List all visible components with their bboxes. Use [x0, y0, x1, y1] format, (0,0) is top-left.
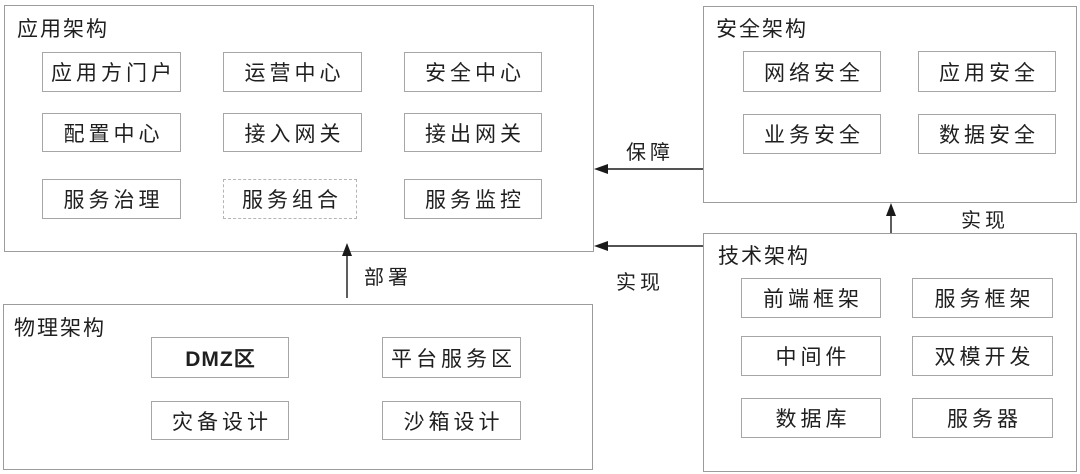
realize-app-arrow-label: 实现 [616, 272, 664, 294]
box-database: 数据库 [741, 398, 881, 438]
realize-security-arrow-label: 实现 [961, 210, 1009, 232]
deploy-arrow-label: 部署 [364, 267, 412, 289]
box-middleware: 中间件 [741, 336, 881, 376]
box-platform-service-zone: 平台服务区 [382, 337, 521, 378]
box-server: 服务器 [912, 398, 1053, 438]
box-sandbox-design: 沙箱设计 [382, 401, 521, 440]
box-service-governance: 服务治理 [42, 179, 181, 219]
physical-architecture-panel: 物理架构 DMZ区 平台服务区 灾备设计 沙箱设计 [3, 304, 593, 470]
tech-architecture-title: 技术架构 [718, 245, 810, 268]
box-operation-center: 运营中心 [223, 52, 362, 92]
box-network-security: 网络安全 [743, 51, 881, 92]
realize-security-arrowhead [886, 203, 896, 216]
box-app-portal: 应用方门户 [42, 52, 181, 92]
box-data-security: 数据安全 [918, 114, 1056, 154]
box-service-monitoring: 服务监控 [404, 179, 542, 219]
guarantee-arrowhead [594, 164, 608, 174]
security-architecture-panel: 安全架构 网络安全 应用安全 业务安全 数据安全 [703, 6, 1077, 203]
security-architecture-title: 安全架构 [716, 18, 808, 41]
box-disaster-recovery-design: 灾备设计 [151, 401, 289, 440]
physical-architecture-title: 物理架构 [14, 317, 106, 340]
box-config-center: 配置中心 [42, 113, 181, 152]
box-frontend-framework: 前端框架 [741, 278, 881, 318]
box-app-security: 应用安全 [918, 51, 1056, 92]
app-architecture-title: 应用架构 [17, 18, 109, 41]
box-service-framework: 服务框架 [912, 278, 1053, 318]
box-dmz-zone: DMZ区 [151, 337, 289, 378]
box-security-center: 安全中心 [404, 52, 542, 92]
tech-architecture-panel: 技术架构 前端框架 服务框架 中间件 双模开发 数据库 服务器 [703, 233, 1077, 472]
guarantee-arrow-label: 保障 [626, 142, 674, 164]
box-dual-mode-dev: 双模开发 [912, 336, 1053, 376]
box-service-composition: 服务组合 [223, 179, 357, 219]
app-architecture-panel: 应用架构 应用方门户 运营中心 安全中心 配置中心 接入网关 接出网关 服务治理… [4, 5, 594, 252]
realize-app-arrowhead [594, 241, 608, 251]
box-business-security: 业务安全 [743, 114, 881, 154]
box-inbound-gateway: 接入网关 [223, 113, 362, 152]
box-outbound-gateway: 接出网关 [404, 113, 542, 152]
